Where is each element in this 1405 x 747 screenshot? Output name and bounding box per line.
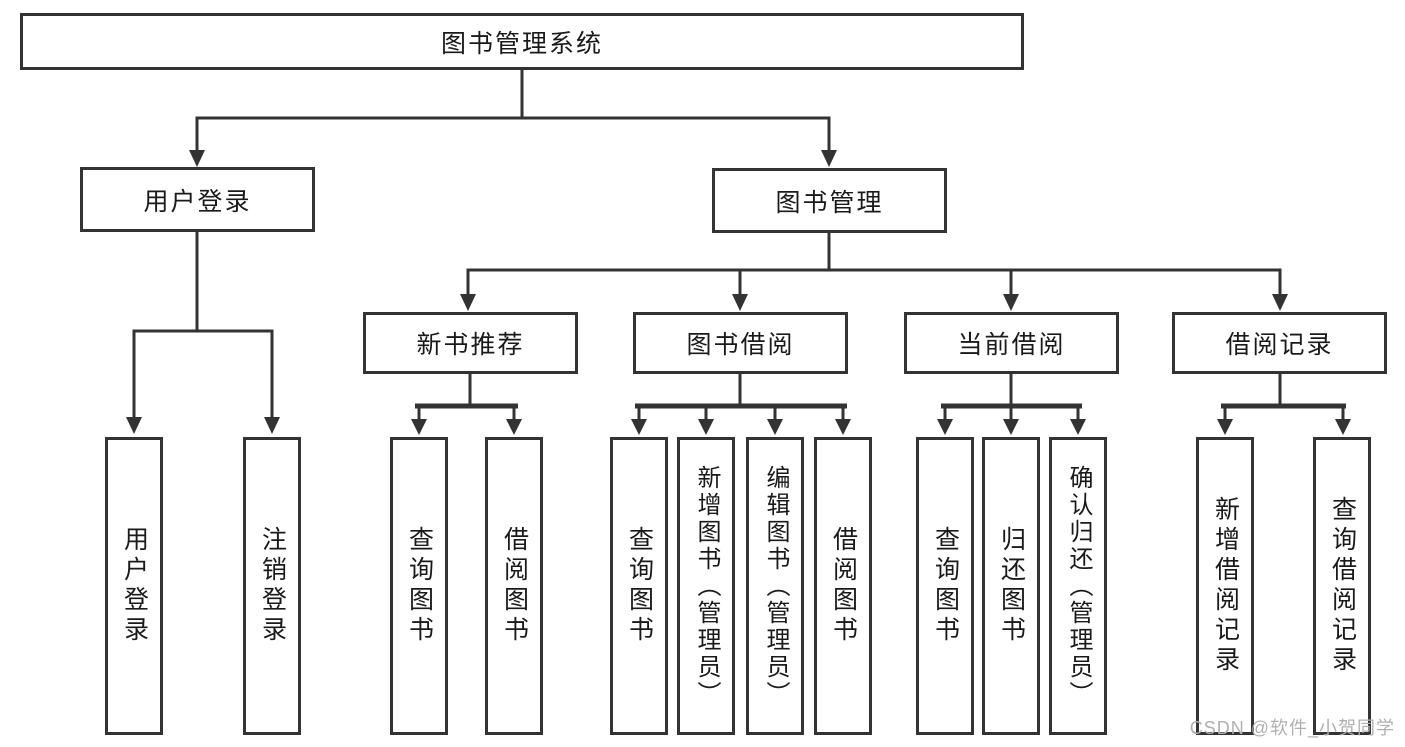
arrow-leaf <box>506 419 522 435</box>
leaf-edit-books-admin-label: 编辑图书（管理员） <box>762 464 789 708</box>
leaf-add-borrow-record-label: 新增借阅记录 <box>1211 496 1240 676</box>
node-book-management: 图书管理 <box>712 168 947 233</box>
leaf-query-books-label: 查询图书 <box>405 526 434 646</box>
arrow-to-login <box>189 150 205 167</box>
leaf-query-books: 查询图书 <box>610 437 668 735</box>
node-current-borrowing-label: 当前借阅 <box>957 331 1066 359</box>
arrow-to-records <box>1272 294 1288 311</box>
leaf-confirm-return-admin-label: 确认归还（管理员） <box>1065 464 1092 708</box>
node-user-login: 用户登录 <box>80 167 315 232</box>
arrow-leaf <box>698 419 714 435</box>
node-user-login-label: 用户登录 <box>143 187 252 216</box>
arrow-leaf <box>937 419 953 435</box>
leaf-query-books: 查询图书 <box>916 437 974 735</box>
leaf-query-books: 查询图书 <box>390 437 448 735</box>
arrow-leaf <box>1335 419 1351 435</box>
root-node-library-system: 图书管理系统 <box>20 13 1024 70</box>
login-branch-line <box>132 232 274 418</box>
root-branch-line <box>195 70 831 152</box>
arrow-to-logout <box>264 417 280 434</box>
leaf-return-books: 归还图书 <box>982 437 1040 735</box>
node-book-borrowing: 图书借阅 <box>633 312 848 374</box>
leaf-borrow-books: 借阅图书 <box>485 437 543 735</box>
arrow-leaf <box>631 419 647 435</box>
arrow-to-newbook <box>460 294 476 311</box>
leaf-borrow-books: 借阅图书 <box>814 437 872 735</box>
arrow-leaf <box>411 419 427 435</box>
leaf-add-borrow-record: 新增借阅记录 <box>1196 437 1254 735</box>
node-borrowing-records: 借阅记录 <box>1172 312 1387 374</box>
leaf-borrow-books-label: 借阅图书 <box>829 526 858 646</box>
arrow-leaf <box>767 419 783 435</box>
leaf-user-login-label: 用户登录 <box>120 526 149 646</box>
leaf-add-books-admin: 新增图书（管理员） <box>677 437 735 735</box>
leaf-query-borrow-record: 查询借阅记录 <box>1313 437 1371 735</box>
root-node-label: 图书管理系统 <box>440 29 603 58</box>
node-borrowing-records-label: 借阅记录 <box>1225 331 1334 359</box>
arrow-to-management <box>821 150 837 167</box>
arrow-to-current <box>1003 294 1019 311</box>
leaf-query-books-label: 查询图书 <box>625 526 654 646</box>
leaf-logout: 注销登录 <box>243 437 301 735</box>
arrow-leaf <box>835 419 851 435</box>
leaf-query-books-label: 查询图书 <box>931 526 960 646</box>
leaf-stems <box>417 406 1345 421</box>
arrow-leaf <box>1003 419 1019 435</box>
node-new-book-recommend: 新书推荐 <box>363 312 578 374</box>
node-new-book-recommend-label: 新书推荐 <box>416 331 525 359</box>
leaf-edit-books-admin: 编辑图书（管理员） <box>746 437 804 735</box>
level3-stems <box>468 373 1282 406</box>
arrow-to-user-login <box>126 417 142 434</box>
leaf-add-books-admin-label: 新增图书（管理员） <box>693 464 720 708</box>
leaf-confirm-return-admin: 确认归还（管理员） <box>1049 437 1107 735</box>
node-book-management-label: 图书管理 <box>775 188 884 217</box>
csdn-watermark: CSDN @软件_小贺同学 <box>1189 718 1395 738</box>
node-current-borrowing: 当前借阅 <box>904 312 1119 374</box>
arrow-leaf <box>1070 419 1086 435</box>
leaf-query-borrow-record-label: 查询借阅记录 <box>1328 496 1357 676</box>
leaf-return-books-label: 归还图书 <box>997 526 1026 646</box>
arrow-to-borrow <box>732 294 748 311</box>
leaf-logout-label: 注销登录 <box>258 526 287 646</box>
arrow-leaf <box>1217 419 1233 435</box>
node-book-borrowing-label: 图书借阅 <box>686 331 795 359</box>
leaf-borrow-books-label: 借阅图书 <box>500 526 529 646</box>
management-branch-line <box>466 233 1282 296</box>
leaf-user-login: 用户登录 <box>105 437 163 735</box>
